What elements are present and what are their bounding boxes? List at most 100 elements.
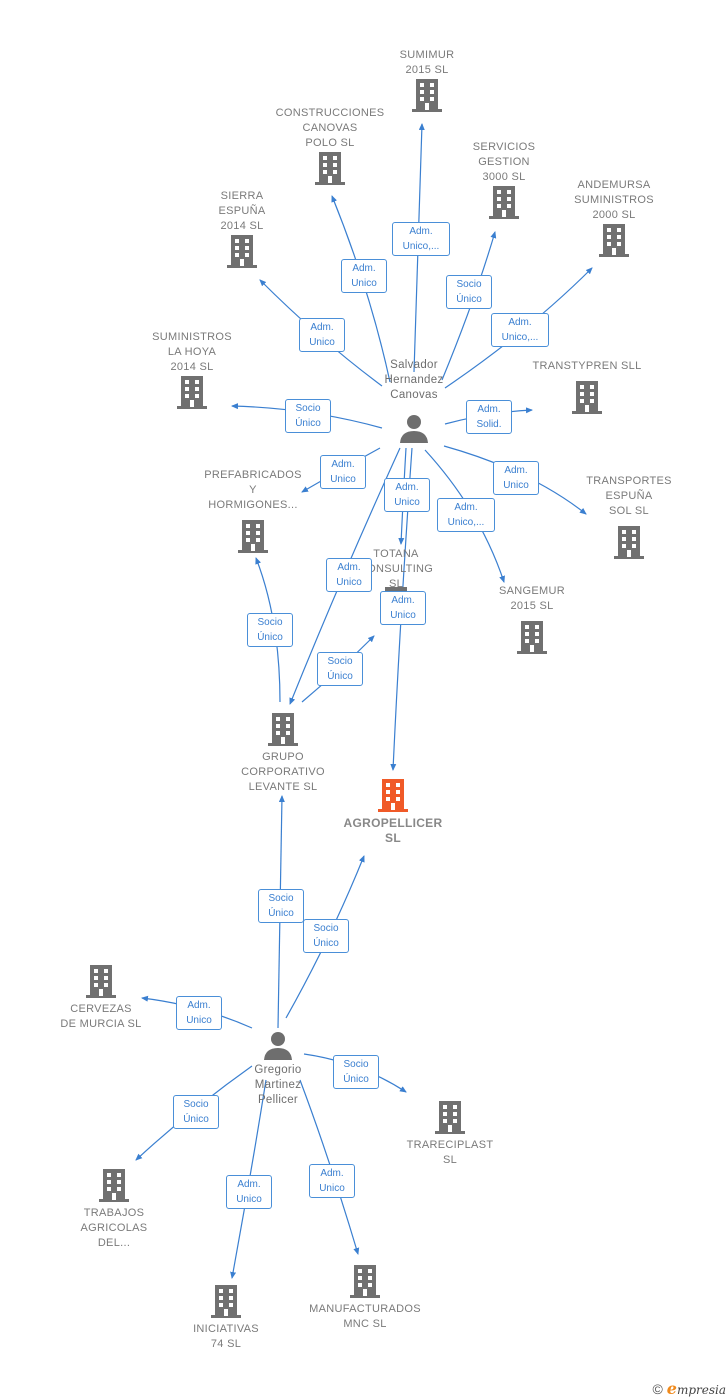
relation-line-1: Adm.	[337, 562, 361, 573]
relation-label-transportes[interactable]: Adm.Unico	[493, 461, 539, 495]
company-trareciplast[interactable]: TRARECIPLAST SL	[398, 1100, 502, 1168]
building-icon	[86, 965, 116, 998]
relation-label-manufacturados[interactable]: Adm.Unico	[309, 1164, 355, 1198]
company-suministros[interactable]: SUMINISTROS LA HOYA 2014 SL	[138, 330, 246, 409]
relation-line-1: Socio	[456, 279, 482, 290]
relation-line-1: Socio	[327, 656, 353, 667]
relation-line-1: Socio	[183, 1099, 209, 1110]
relation-label-totana[interactable]: Adm.Unico	[384, 478, 430, 512]
company-andemursa[interactable]: ANDEMURSA SUMINISTROS 2000 SL	[558, 178, 670, 257]
relation-line-2: Único	[313, 938, 339, 949]
company-grupo[interactable]: GRUPO CORPORATIVO LEVANTE SL	[228, 712, 338, 795]
company-name: TRARECIPLAST SL	[406, 1139, 494, 1166]
relation-line-1: Socio	[268, 893, 294, 904]
company-name: SUMIMUR 2015 SL	[399, 49, 455, 76]
relation-line-2: Unico	[236, 1194, 262, 1205]
relation-line-2: Único	[183, 1114, 209, 1125]
relation-line-1: Adm.	[477, 404, 501, 415]
building-icon	[378, 779, 408, 812]
relation-label-prefabricados[interactable]: Adm. Unico	[320, 455, 366, 489]
relation-line-1: Adm.	[352, 263, 376, 274]
company-agropellicer[interactable]: AGROPELLICER SL	[333, 778, 453, 846]
relation-line-2: Unico,...	[402, 241, 440, 252]
relation-label-salvador-agro[interactable]: Adm.Unico	[380, 591, 426, 625]
relation-line-2: Único	[268, 908, 294, 919]
relation-line-1: Adm.	[391, 595, 415, 606]
relation-label-iniciativas[interactable]: Adm. Unico	[226, 1175, 272, 1209]
building-icon	[489, 186, 519, 219]
relation-line-2: Único	[327, 671, 353, 682]
company-name: MANUFACTURADOS MNC SL	[309, 1303, 421, 1330]
building-icon	[614, 526, 644, 559]
relation-line-2: Unico	[186, 1015, 212, 1026]
relation-label-sangemur[interactable]: Adm.Unico,...	[437, 498, 495, 532]
relation-label-construcciones[interactable]: Adm. Unico	[341, 259, 387, 293]
building-icon	[211, 1285, 241, 1318]
relation-line-1: Adm.	[237, 1179, 261, 1190]
company-name: TRANSPORTES ESPUÑA SOL SL	[586, 475, 672, 517]
person-gregorio[interactable]: Gregorio Martinez Pellicer	[232, 1030, 324, 1108]
building-icon	[572, 381, 602, 414]
company-name: TRABAJOS AGRICOLAS DEL...	[80, 1207, 148, 1249]
relation-line-2: Unico,...	[501, 332, 539, 343]
relation-line-1: Socio	[257, 617, 283, 628]
building-icon	[315, 152, 345, 185]
company-servicios[interactable]: SERVICIOS GESTION 3000 SL	[452, 140, 556, 219]
building-icon	[350, 1265, 380, 1298]
building-icon	[99, 1169, 129, 1202]
relation-line-2: Unico	[309, 337, 335, 348]
company-name: SERVICIOS GESTION 3000 SL	[472, 141, 536, 183]
company-name: AGROPELLICER SL	[343, 816, 443, 845]
person-icon	[264, 1032, 292, 1060]
company-sierra[interactable]: SIERRA ESPUÑA 2014 SL	[196, 189, 288, 268]
company-prefabricados[interactable]: PREFABRICADOS Y HORMIGONES...	[196, 468, 310, 553]
relation-label-transtypren[interactable]: Adm. Solid.	[466, 400, 512, 434]
relation-line-1: Adm.	[187, 1000, 211, 1011]
company-transportes[interactable]: TRANSPORTES ESPUÑA SOL SL	[578, 474, 680, 559]
company-trabajos[interactable]: TRABAJOS AGRICOLAS DEL...	[66, 1168, 162, 1251]
relation-line-1: Adm.	[395, 482, 419, 493]
copyright-symbol: ©	[652, 1381, 663, 1397]
person-icon	[400, 415, 428, 443]
relation-line-2: Unico	[351, 278, 377, 289]
relation-label-cervezas[interactable]: Adm. Unico	[176, 996, 222, 1030]
relation-line-2: Único	[456, 294, 482, 305]
relation-line-2: Único	[295, 418, 321, 429]
company-name: PREFABRICADOS Y HORMIGONES...	[204, 469, 302, 511]
relation-label-sierra[interactable]: Adm.Unico	[299, 318, 345, 352]
building-icon	[412, 79, 442, 112]
company-iniciativas[interactable]: INICIATIVAS 74 SL	[178, 1284, 274, 1352]
building-icon	[517, 621, 547, 654]
company-manufacturados[interactable]: MANUFACTURADOS MNC SL	[300, 1264, 430, 1332]
relation-line-1: Socio	[295, 403, 321, 414]
relation-line-2: Unico	[336, 577, 362, 588]
company-construcciones[interactable]: CONSTRUCCIONES CANOVAS POLO SL	[268, 106, 392, 185]
person-salvador[interactable]: Salvador Hernandez Canovas	[368, 358, 460, 443]
relation-label-sumimur[interactable]: Adm.Unico,...	[392, 222, 450, 256]
relation-line-2: Único	[343, 1074, 369, 1085]
company-cervezas[interactable]: CERVEZAS DE MURCIA SL	[48, 964, 154, 1032]
relation-line-2: Solid.	[476, 419, 502, 430]
company-transtypren[interactable]: TRANSTYPREN SLL	[524, 359, 650, 414]
relation-label-andemursa[interactable]: Adm. Unico,...	[491, 313, 549, 347]
relation-label-salvador-grupo[interactable]: Adm. Unico	[326, 558, 372, 592]
company-name: SANGEMUR 2015 SL	[499, 585, 565, 612]
relation-line-1: Adm.	[454, 502, 478, 513]
company-name: CERVEZAS DE MURCIA SL	[60, 1003, 142, 1030]
relation-line-1: Adm.	[504, 465, 528, 476]
company-sangemur[interactable]: SANGEMUR 2015 SL	[486, 584, 578, 654]
relation-line-1: Adm.	[331, 459, 355, 470]
empresia-logo: © empresia	[653, 1379, 726, 1398]
building-icon	[435, 1101, 465, 1134]
relation-line-1: Adm.	[508, 317, 532, 328]
relation-line-2: Unico	[330, 474, 356, 485]
company-sumimur[interactable]: SUMIMUR 2015 SL	[372, 48, 482, 112]
